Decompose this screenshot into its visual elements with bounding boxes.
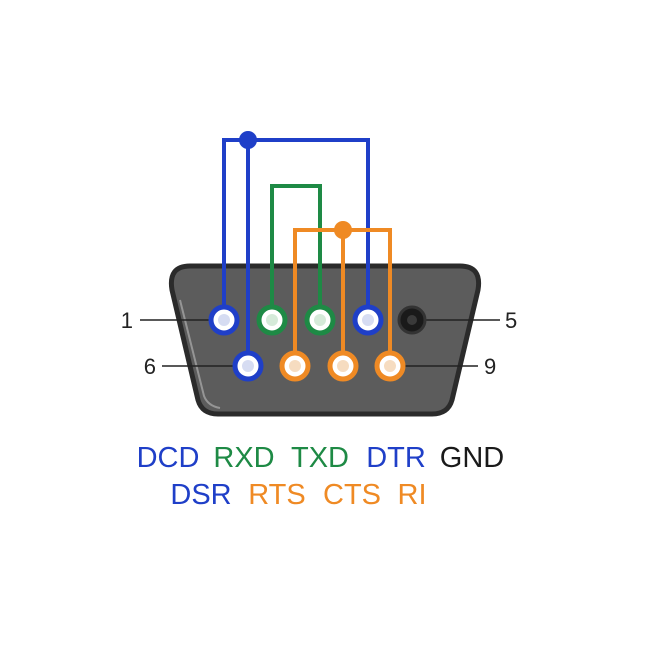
pin-3 [304, 304, 336, 336]
pin-number-6: 6 [144, 354, 156, 379]
signal-label-txd: TXD [291, 442, 349, 474]
pin-number-5: 5 [505, 308, 517, 333]
blue-junction-dot [239, 131, 257, 149]
pin-8 [327, 350, 359, 382]
pin-number-1: 1 [121, 308, 133, 333]
connector-shell-highlight [179, 299, 221, 409]
pin-9 [374, 350, 406, 382]
connector-shell [168, 263, 482, 417]
pin-1 [208, 304, 240, 336]
signal-label-rxd: RXD [213, 442, 274, 474]
pin-number-9: 9 [484, 354, 496, 379]
signal-label-ri: RI [398, 479, 427, 511]
signal-label-rts: RTS [248, 479, 305, 511]
pin-6 [232, 350, 264, 382]
orange-junction-dot [334, 221, 352, 239]
green-wires [270, 184, 322, 320]
signal-label-dsr: DSR [170, 479, 231, 511]
pin-2 [256, 304, 288, 336]
pin-leader-lines [140, 319, 500, 367]
pin-5 [397, 305, 427, 335]
pin-4 [352, 304, 384, 336]
signal-label-gnd: GND [440, 442, 504, 474]
signal-label-dtr: DTR [366, 442, 426, 474]
pin-7 [279, 350, 311, 382]
signal-label-cts: CTS [323, 479, 381, 511]
signal-label-dcd: DCD [137, 442, 200, 474]
